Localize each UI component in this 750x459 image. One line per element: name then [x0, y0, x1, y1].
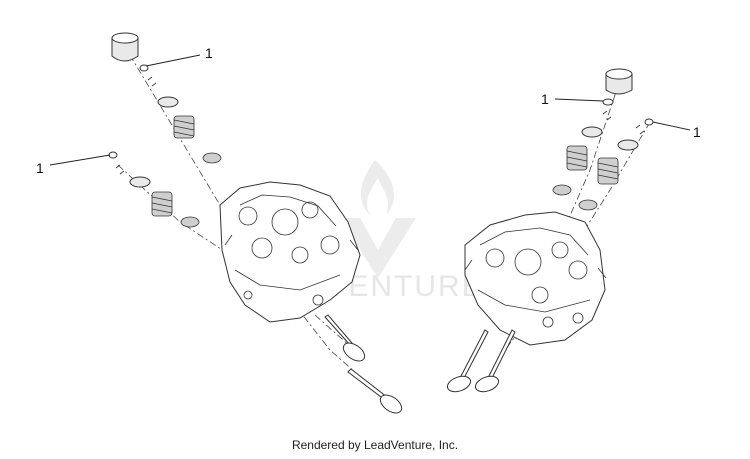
retainer-left-2: [129, 176, 151, 188]
left-valve-assembly: [108, 32, 403, 414]
retainer-right-1: [581, 126, 603, 138]
retainer-right-2: [617, 139, 639, 151]
tappet-bucket-right: [605, 68, 633, 95]
shim-left-2: [108, 151, 118, 159]
right-valve-assembly: [446, 68, 654, 393]
cylinder-head-right: [464, 211, 607, 346]
spring-seat-right-1: [552, 184, 572, 196]
callout-label: 1: [541, 91, 549, 107]
spring-seat-left-2: [180, 216, 200, 228]
valve-right-2: [474, 329, 516, 393]
valve-right-1: [446, 329, 489, 393]
callout-label: 1: [205, 45, 213, 61]
valve-spring-right-1: [566, 145, 588, 171]
valve-spring-right-2: [597, 157, 619, 185]
callout-label: 1: [693, 124, 701, 140]
callout-mid-left: 1: [36, 154, 111, 176]
cylinder-head-left: [219, 181, 361, 323]
valve-spring-left-1: [173, 115, 195, 139]
footer-credit: Rendered by LeadVenture, Inc.: [291, 438, 459, 452]
spring-seat-right-2: [578, 199, 598, 211]
shim-right-1: [602, 98, 614, 106]
shim-right-2: [644, 118, 654, 126]
valve-left-1: [324, 314, 366, 362]
callout-top-right-1: 1: [541, 91, 604, 107]
tappet-bucket-left: [111, 32, 139, 62]
retainer-left-1: [157, 96, 179, 108]
callout-top-right-2: 1: [652, 121, 701, 140]
shim-left-1: [139, 64, 149, 72]
spring-seat-left-1: [202, 152, 222, 164]
callout-label: 1: [36, 160, 44, 176]
valve-spring-left-2: [151, 191, 173, 217]
callout-top-left: 1: [145, 45, 213, 67]
valve-left-2: [347, 368, 403, 414]
